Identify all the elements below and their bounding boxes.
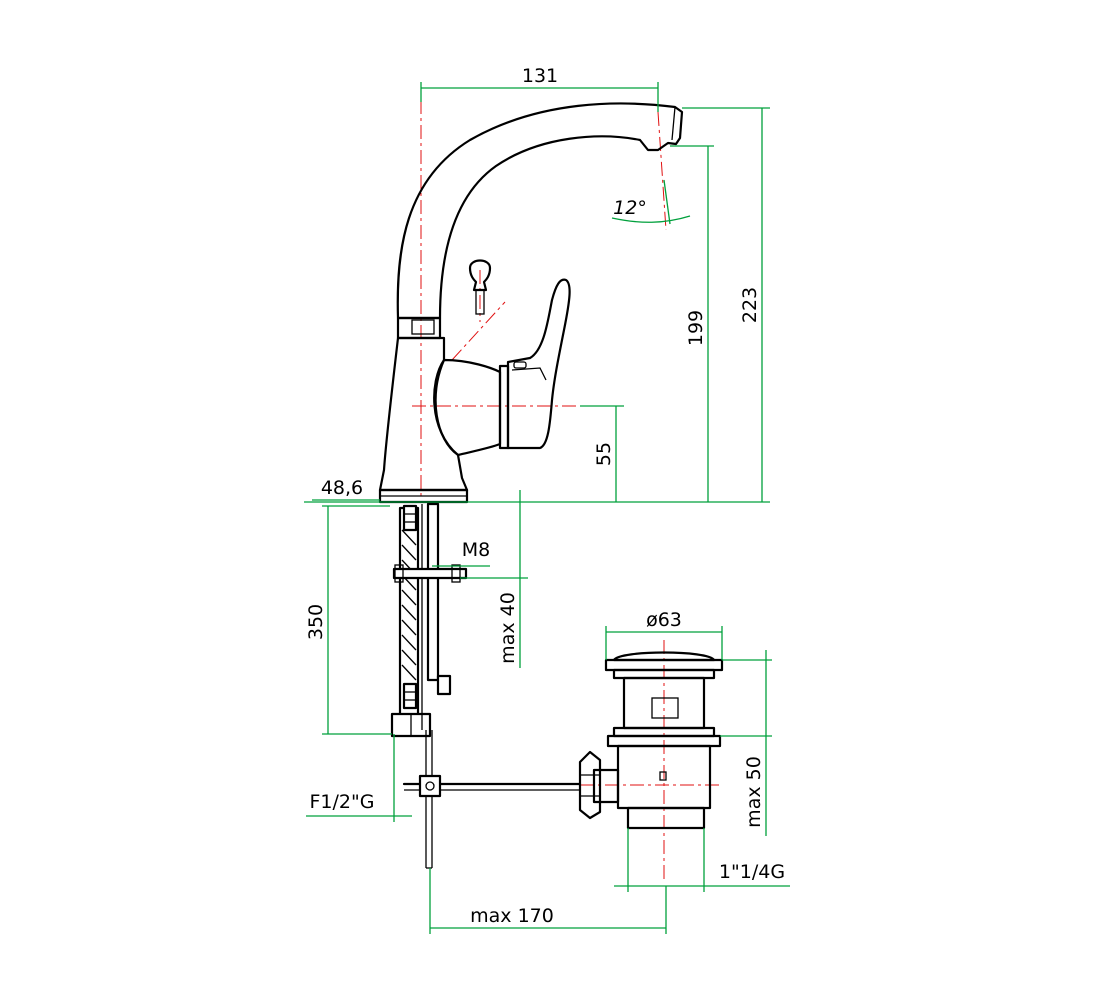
dim-angle: 12° xyxy=(613,197,647,219)
fixing-stud xyxy=(426,502,440,682)
underdeck-assembly xyxy=(390,502,582,869)
dim-55: 55 xyxy=(593,442,615,466)
dimension-lines xyxy=(304,82,790,934)
dim-199: 199 xyxy=(685,310,707,346)
waste-tail xyxy=(626,806,706,830)
tap-body xyxy=(378,336,469,492)
dimension-labels: 131 223 199 55 12° 48,6 M8 max 40 350 F1… xyxy=(305,65,785,927)
dim-m8: M8 xyxy=(462,539,490,561)
fixing-plate xyxy=(392,567,468,580)
center-lines xyxy=(412,100,720,880)
cartridge-housing xyxy=(434,358,502,457)
dim-350: 350 xyxy=(305,604,327,640)
popup-waste xyxy=(578,651,724,830)
dim-48-6: 48,6 xyxy=(321,477,363,499)
popup-knob xyxy=(468,259,492,292)
spout xyxy=(396,102,684,320)
dim-max-40: max 40 xyxy=(497,592,519,664)
lever-handle xyxy=(506,278,571,450)
dim-max-170: max 170 xyxy=(470,905,554,927)
dim-max-50: max 50 xyxy=(743,756,765,828)
dim-223: 223 xyxy=(739,287,761,323)
mixer-tap xyxy=(378,102,684,504)
dim-f1-2g: F1/2"G xyxy=(310,791,375,813)
dim-1-1-4g: 1"1/4G xyxy=(719,861,785,883)
branch-nut xyxy=(578,750,602,820)
dim-diameter-63: ø63 xyxy=(646,609,682,631)
dim-131: 131 xyxy=(522,65,558,87)
